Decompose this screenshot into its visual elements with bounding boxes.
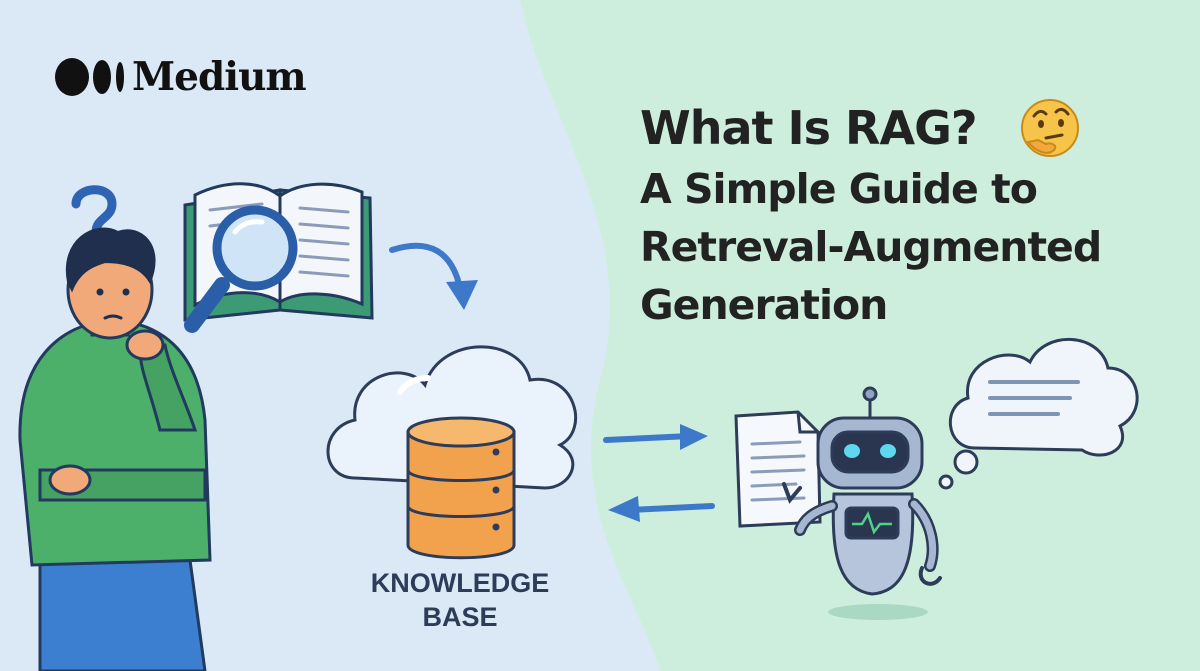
brand-name: Medium [132, 54, 307, 100]
background-right [520, 0, 1200, 671]
title-line-4: Generation [640, 281, 888, 329]
medium-logo: Medium [54, 54, 307, 100]
title-line-2: A Simple Guide to [640, 165, 1038, 213]
robot-icon [782, 386, 942, 620]
medium-logo-icon [55, 58, 124, 96]
magnifying-glass-icon [184, 205, 298, 333]
document-icon [734, 410, 822, 528]
person-thinking [18, 227, 212, 671]
title-line-1: What Is RAG? [640, 101, 978, 155]
knowledge-base-label-line-2: BASE [422, 602, 498, 632]
knowledge-base-label-line-1: KNOWLEDGE [370, 568, 550, 598]
open-book-icon [183, 182, 374, 322]
database-icon [406, 416, 516, 560]
thinking-face-emoji [1021, 99, 1079, 157]
title-line-3: Retreval-Augmented [640, 223, 1102, 271]
article-title: What Is RAG? A Simple Guide to Retreval-… [640, 96, 1102, 334]
arrow-icon [389, 242, 478, 310]
knowledge-base-label: KNOWLEDGE BASE [350, 566, 570, 634]
thought-bubble-icon [938, 338, 1139, 490]
arrow-icon [603, 424, 715, 522]
